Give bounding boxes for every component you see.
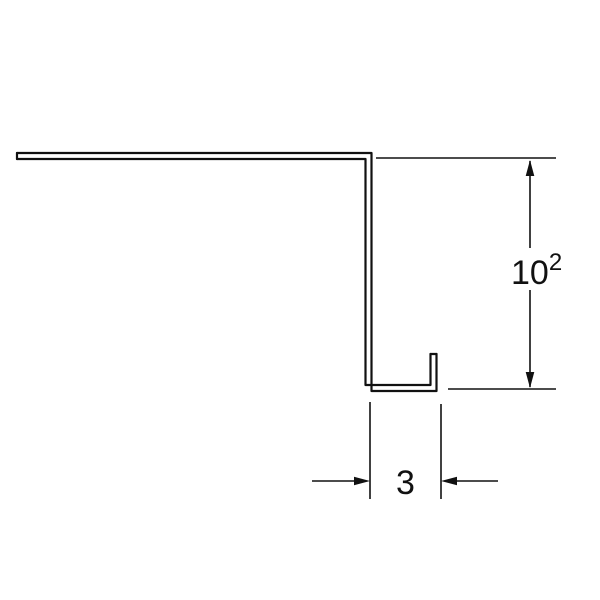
width-arrow-left-icon	[441, 476, 457, 486]
height-label-background	[505, 248, 577, 290]
height-arrow-down-icon	[525, 372, 535, 388]
profile-outline	[15, 151, 438, 393]
profile-outer-surface	[15, 151, 438, 393]
width-arrow-right-icon	[354, 476, 370, 486]
height-arrow-up-icon	[525, 160, 535, 176]
profile-inner-surface	[15, 157, 432, 387]
height-dimension-label: 102	[511, 249, 562, 292]
dimension-arrowheads	[354, 160, 535, 486]
height-dimension-base: 10	[511, 254, 549, 292]
height-dimension-superscript: 2	[549, 249, 562, 276]
width-dimension-label: 3	[396, 464, 415, 502]
